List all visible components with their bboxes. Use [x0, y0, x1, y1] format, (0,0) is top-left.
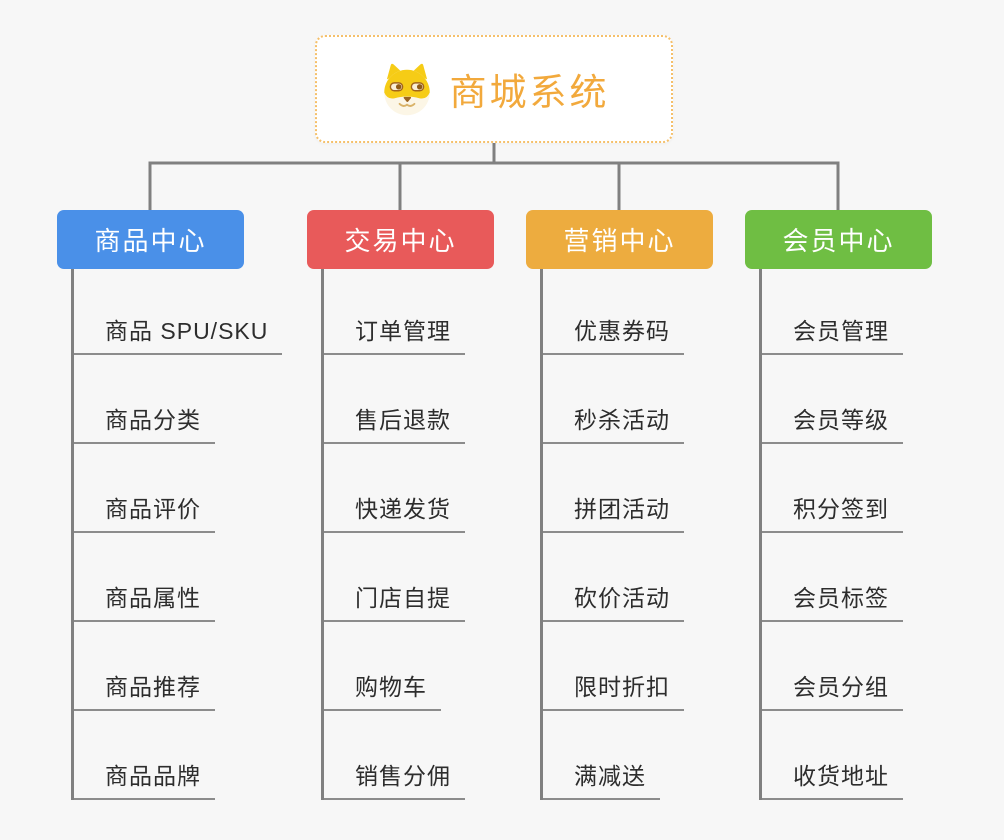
leaf-node[interactable]: 售后退款 — [324, 401, 465, 444]
leaf-node[interactable]: 商品推荐 — [74, 668, 215, 711]
column-marketing-center: 优惠券码 秒杀活动 拼团活动 砍价活动 限时折扣 满减送 — [540, 269, 684, 800]
root-node[interactable]: 商城系统 — [315, 35, 673, 143]
leaf-node[interactable]: 会员标签 — [762, 579, 903, 622]
leaf-node[interactable]: 商品分类 — [74, 401, 215, 444]
leaf-node[interactable]: 商品评价 — [74, 490, 215, 533]
branch-box-member-center[interactable]: 会员中心 — [745, 210, 932, 269]
leaf-node[interactable]: 商品 SPU/SKU — [74, 312, 283, 355]
branch-label: 商品中心 — [94, 226, 207, 256]
leaf-node[interactable]: 商品属性 — [74, 579, 215, 622]
branch-label: 营销中心 — [563, 226, 676, 256]
column-trade-center: 订单管理 售后退款 快递发货 门店自提 购物车 销售分佣 — [321, 269, 465, 800]
branch-box-product-center[interactable]: 商品中心 — [57, 210, 244, 269]
leaf-node[interactable]: 门店自提 — [324, 579, 465, 622]
leaf-node[interactable]: 满减送 — [543, 757, 660, 800]
leaf-node[interactable]: 会员等级 — [762, 401, 903, 444]
leaf-node[interactable]: 拼团活动 — [543, 490, 684, 533]
leaf-node[interactable]: 限时折扣 — [543, 668, 684, 711]
leaf-node[interactable]: 快递发货 — [324, 490, 465, 533]
leaf-node[interactable]: 秒杀活动 — [543, 401, 684, 444]
column-product-center: 商品 SPU/SKU 商品分类 商品评价 商品属性 商品推荐 商品品牌 — [71, 269, 283, 800]
shiba-dog-icon — [379, 61, 435, 117]
leaf-node[interactable]: 会员分组 — [762, 668, 903, 711]
leaf-node[interactable]: 购物车 — [324, 668, 441, 711]
root-title: 商城系统 — [449, 72, 610, 113]
leaf-node[interactable]: 会员管理 — [762, 312, 903, 355]
leaf-node[interactable]: 销售分佣 — [324, 757, 465, 800]
branch-label: 交易中心 — [344, 226, 457, 256]
leaf-node[interactable]: 积分签到 — [762, 490, 903, 533]
leaf-node[interactable]: 商品品牌 — [74, 757, 215, 800]
branch-box-trade-center[interactable]: 交易中心 — [307, 210, 494, 269]
leaf-node[interactable]: 订单管理 — [324, 312, 465, 355]
leaf-node[interactable]: 优惠券码 — [543, 312, 684, 355]
branch-box-marketing-center[interactable]: 营销中心 — [526, 210, 713, 269]
branch-label: 会员中心 — [782, 226, 895, 256]
column-member-center: 会员管理 会员等级 积分签到 会员标签 会员分组 收货地址 — [759, 269, 903, 800]
leaf-node[interactable]: 砍价活动 — [543, 579, 684, 622]
leaf-node[interactable]: 收货地址 — [762, 757, 903, 800]
